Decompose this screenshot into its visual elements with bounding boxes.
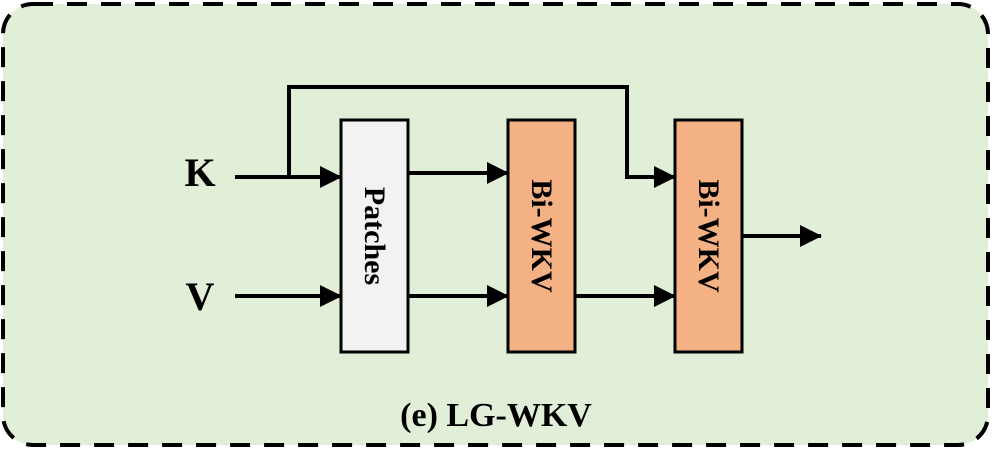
input-v-label: V [186,274,215,319]
block-biwkv-1: Bi-WKV [506,118,577,354]
block-patches: Patches [339,118,410,354]
block-patches-label: Patches [358,187,391,285]
block-biwkv-1-label: Bi-WKV [525,179,558,293]
diagram-caption: (e) LG-WKV [400,397,592,434]
panel-background [1,2,990,447]
arrow-k-skip-to-biwkv2 [287,85,676,188]
input-k-label: K [184,150,215,195]
block-biwkv-2-label: Bi-WKV [692,179,725,293]
block-biwkv-2: Bi-WKV [673,118,744,354]
